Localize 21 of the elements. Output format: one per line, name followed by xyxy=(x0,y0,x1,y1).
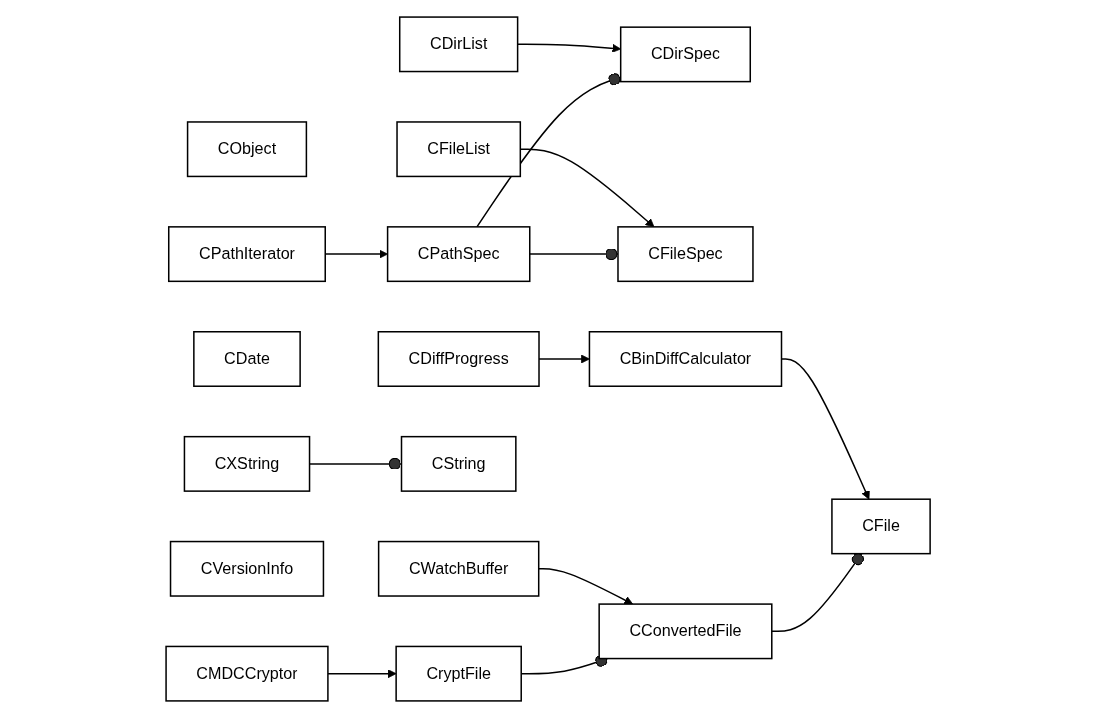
node-box: CDirList xyxy=(398,15,519,72)
node-box: CFileList xyxy=(396,120,521,177)
arrow xyxy=(538,354,590,363)
arrow xyxy=(327,668,397,678)
node-box: CDate xyxy=(193,330,301,387)
node-box: CPathSpec xyxy=(386,225,531,282)
node-box: CVersionInfo xyxy=(169,540,325,597)
node-box: CFileSpec xyxy=(617,225,754,282)
node-box: CXString xyxy=(183,435,311,492)
node-box: CConvertedFile xyxy=(598,602,773,659)
node-box: CryptFile xyxy=(395,645,522,702)
node-box: CDiffProgress xyxy=(377,330,540,387)
node-box: CString xyxy=(400,435,517,492)
connector xyxy=(476,72,622,228)
node-box: CDirSpec xyxy=(619,25,751,82)
node-box: CObject xyxy=(186,120,308,177)
node-box: CBinDiffCalculator xyxy=(588,330,783,387)
node-box: CPathIterator xyxy=(167,225,326,282)
node-box: CFile xyxy=(831,497,931,554)
node-box: CWatchBuffer xyxy=(377,540,540,597)
node-box: CMDCCryptor xyxy=(165,645,329,702)
